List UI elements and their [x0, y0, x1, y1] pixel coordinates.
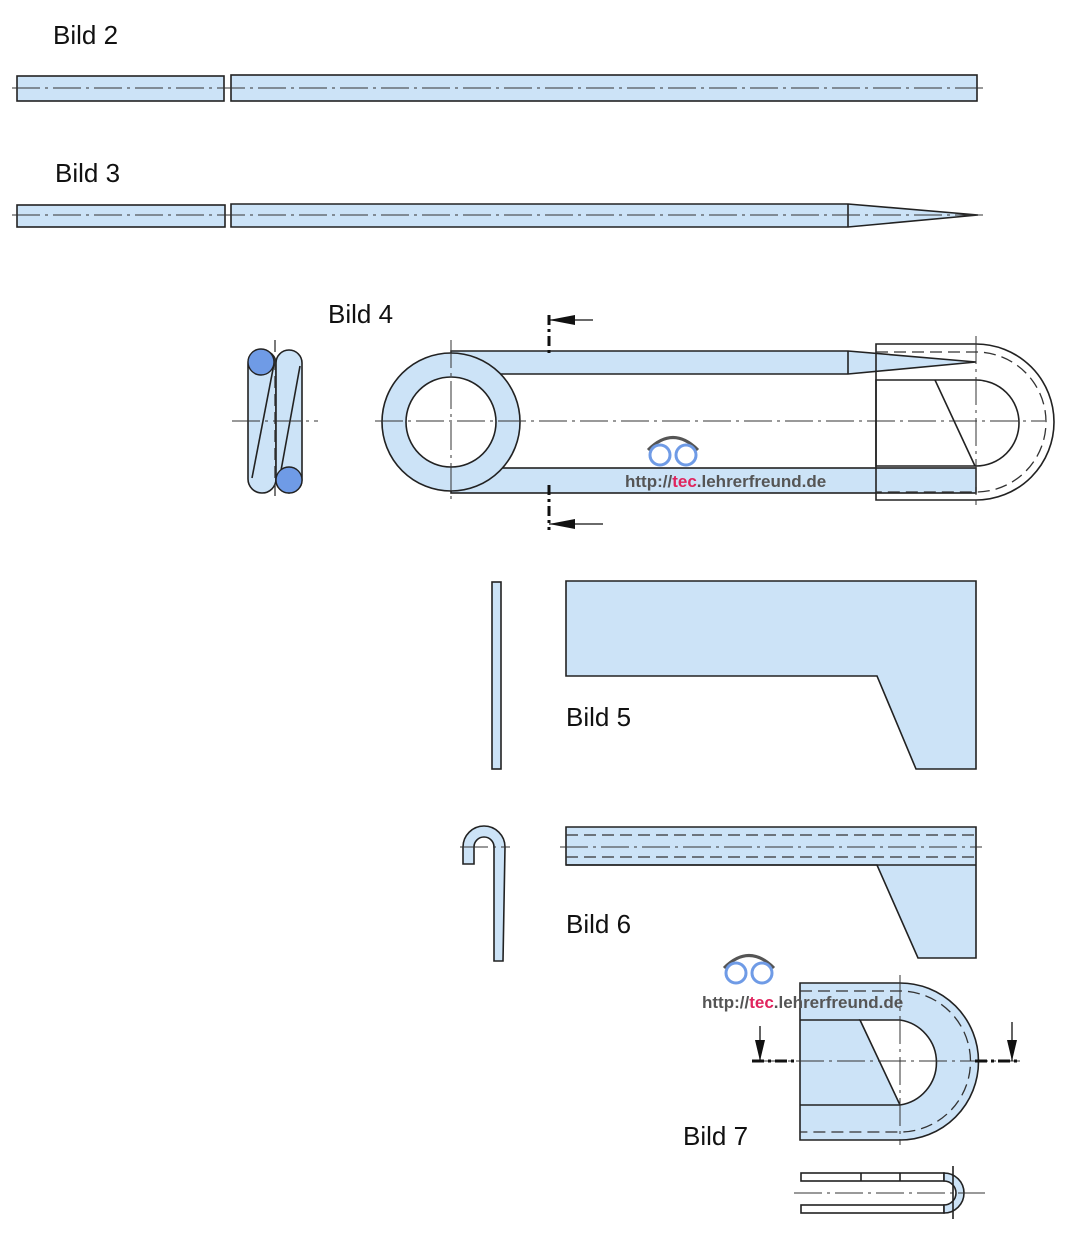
- clasp-blank: [565, 580, 977, 770]
- hidden-line: [800, 990, 972, 1133]
- watermark-text: http://tec.lehrerfreund.de: [625, 472, 826, 491]
- pin-needle: [450, 350, 977, 375]
- section-marker: [547, 315, 603, 530]
- wire-section-dot: [275, 466, 303, 494]
- figure-label: Bild 3: [55, 158, 120, 188]
- side-view-plate: [491, 581, 502, 770]
- figure-label: Bild 4: [328, 299, 393, 329]
- figure-label: Bild 2: [53, 20, 118, 50]
- figure-bild-2: Bild 2: [12, 20, 984, 102]
- coil-line: [251, 363, 275, 479]
- watermark-text: http://tec.lehrerfreund.de: [702, 993, 903, 1012]
- figure-label: Bild 7: [683, 1121, 748, 1151]
- clasp: [875, 336, 1055, 505]
- figure-bild-7: Bild 7 http://tec.lehrerfreund.de: [683, 954, 1020, 1219]
- wire-segment-left: [16, 204, 226, 228]
- figure-bild-4: Bild 4: [232, 299, 1055, 530]
- watermark-logo: http://tec.lehrerfreund.de: [625, 436, 826, 491]
- clasp-leg: [800, 1172, 945, 1182]
- section-marker: [752, 1022, 1020, 1063]
- figure-bild-6: Bild 6: [460, 825, 982, 962]
- pin-lower-bar: [450, 467, 977, 494]
- wire-section-dot: [247, 348, 275, 376]
- pin-front-view: [375, 315, 1055, 530]
- figure-bild-3: Bild 3: [12, 158, 988, 228]
- coil-side-view: [232, 340, 318, 500]
- watermark-logo: http://tec.lehrerfreund.de: [702, 954, 903, 1012]
- side-view-hook: [462, 825, 506, 962]
- figure-label: Bild 5: [566, 702, 631, 732]
- clasp-leg: [800, 1204, 945, 1214]
- clasp-top-view: [794, 1166, 985, 1219]
- figure-label: Bild 6: [566, 909, 631, 939]
- figure-bild-5: Bild 5: [491, 580, 977, 770]
- clasp-finished: [799, 982, 980, 1141]
